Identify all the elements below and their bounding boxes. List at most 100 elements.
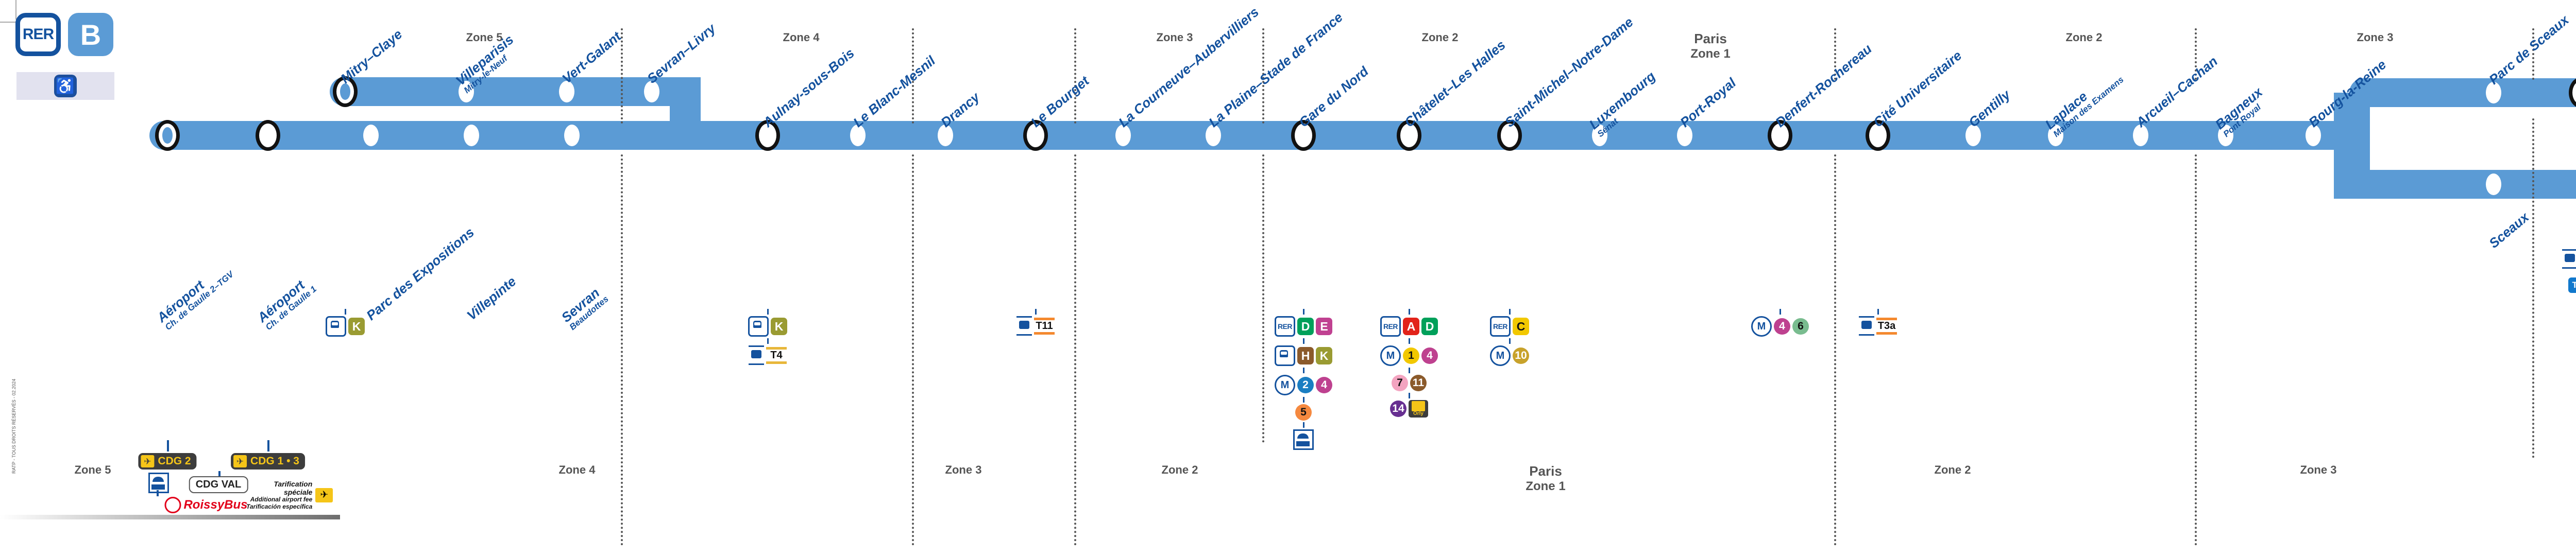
station-dot-ch-telet-les-halles[interactable] — [1400, 124, 1418, 147]
cdg2-stem — [167, 440, 169, 451]
zone-boundary-line — [2532, 28, 2534, 80]
station-dot-denfert-rochereau[interactable] — [1771, 124, 1789, 147]
connector-stem — [1302, 368, 1304, 373]
zone-boundary-line — [2195, 28, 2197, 80]
station-dot-vert-galant[interactable] — [559, 81, 574, 102]
station-dot-aulnay-sous-bois[interactable] — [759, 124, 776, 147]
line-branch-cdg — [149, 121, 701, 150]
line-badge-D: D — [1297, 318, 1314, 335]
station-dot-luxembourg[interactable] — [1592, 125, 1607, 146]
tram-bar-bottom — [1876, 332, 1897, 335]
station-dot-drancy[interactable] — [938, 125, 953, 146]
connection-row-0: T10 — [2562, 249, 2576, 269]
zone-label-bottom-3: Zone 2 — [1161, 463, 1198, 476]
tarif-line1: Tarification — [274, 480, 313, 488]
station-dot-parc-des-expositions[interactable] — [363, 125, 379, 146]
tram-bar-bottom — [1034, 332, 1055, 335]
cdg2-label: CDG 2 — [158, 455, 191, 467]
zone-boundary-line — [912, 28, 914, 124]
tram-icon — [2562, 249, 2576, 269]
roissybus-stem — [157, 490, 159, 496]
line-b-logo: B — [68, 13, 113, 56]
rer-badge-icon: RER — [1490, 316, 1511, 337]
station-dot-parc-de-sceaux[interactable] — [2486, 82, 2501, 103]
zone-label-bottom-1: Zone 4 — [558, 463, 596, 476]
line-badge-4: 4 — [1774, 318, 1790, 335]
copyright-notice: RATP - TOUS DROITS RÉSERVÉS - 02.2024 — [11, 378, 16, 474]
station-dot-saint-michel-notre-dame[interactable] — [1501, 124, 1518, 147]
tram-badge-T10: T10 — [2562, 249, 2576, 269]
zone-boundary-line-lower-4 — [1834, 154, 1836, 546]
line-badge-6: 6 — [1792, 318, 1809, 335]
station-dot-la-croix-de-berny[interactable] — [2572, 81, 2576, 105]
wheelchair-icon: ♿ — [54, 75, 77, 97]
connector-stem — [1302, 309, 1304, 315]
tram-badge-T11: T11 — [1016, 316, 1055, 336]
roissybus-label: RoissyBus — [183, 498, 248, 512]
line-branch-mitry — [330, 77, 701, 106]
line-badge-A: A — [1403, 318, 1419, 335]
tram-bar-top — [766, 346, 787, 350]
metro-badge-icon: M — [1275, 375, 1295, 395]
zone-boundary-line-lower-3 — [1262, 154, 1264, 443]
connector-stem — [1408, 309, 1410, 315]
station-dot-cit-universitaire[interactable] — [1869, 124, 1887, 147]
station-dot-sceaux[interactable] — [2486, 173, 2501, 195]
station-dot-a-roport[interactable] — [259, 124, 277, 147]
tram-bar-top — [1876, 317, 1897, 320]
station-dot-le-blanc-mesnil[interactable] — [850, 125, 866, 146]
station-dot-la-plaine-stade-de-france[interactable] — [1206, 125, 1221, 146]
station-dot-la-courneuve-aubervilliers[interactable] — [1115, 125, 1131, 146]
station-dot-bagneux[interactable] — [2218, 125, 2233, 146]
tarif-line4: Tarificación específica — [246, 502, 313, 510]
station-dot-villepinte[interactable] — [464, 125, 479, 146]
line-badge-K: K — [771, 318, 787, 335]
connector-stem — [1509, 338, 1511, 344]
zone-label-top-3: Zone 2 — [1421, 31, 1459, 44]
station-dot-laplace[interactable] — [2048, 125, 2063, 146]
line-badge-7: 7 — [1392, 375, 1408, 391]
tram-badge-T4: T4 — [749, 345, 787, 365]
grey-gradient-bar — [0, 515, 340, 519]
tvm-badge: Tvm — [2568, 277, 2576, 293]
line-badge-14: 14 — [1390, 401, 1406, 417]
tarif-line3: Additional airport fee — [250, 496, 313, 503]
connector-stem — [1408, 338, 1410, 344]
station-dot-bourg-la-reine[interactable] — [2306, 125, 2321, 146]
line-badge-11: 11 — [1410, 375, 1427, 391]
station-label-denfert-rochereau: Denfert-Rochereau — [1772, 41, 1875, 130]
station-dot-le-bourget[interactable] — [1027, 124, 1044, 147]
station-dot-mitry-claye[interactable] — [336, 80, 354, 103]
station-dot-arcueil-cachan[interactable] — [2133, 125, 2148, 146]
cdgval-label: CDG VAL — [189, 476, 248, 493]
station-dot-sevran[interactable] — [564, 125, 580, 146]
station-dot-a-roport[interactable] — [159, 124, 176, 147]
connector-stem — [344, 309, 346, 315]
station-dot-gare-du-nord[interactable] — [1295, 124, 1312, 147]
tram-line-T4: T4 — [766, 346, 787, 364]
connector-stem — [1877, 309, 1879, 315]
train-badge-icon — [326, 316, 346, 337]
station-dot-villeparisis[interactable] — [459, 81, 474, 102]
connector-stem — [1408, 393, 1410, 398]
roissybus-logo: RoissyBus — [164, 497, 248, 513]
station-dot-port-royal[interactable] — [1677, 125, 1692, 146]
tram-line-T3a: T3a — [1876, 317, 1897, 335]
zone-label-top-6: Zone 3 — [2357, 31, 2394, 44]
line-badge-4: 4 — [1421, 348, 1438, 364]
airport-tag-cdg13: ✈ CDG 1 • 3 — [231, 453, 305, 470]
line-badge-C: C — [1513, 318, 1529, 335]
tram-icon — [1859, 316, 1874, 336]
station-dot-gentilly[interactable] — [1965, 125, 1981, 146]
station-dot-sevran-livry[interactable] — [644, 81, 659, 102]
line-badge-E: E — [1316, 318, 1332, 335]
line-badge-10: 10 — [1513, 348, 1529, 364]
